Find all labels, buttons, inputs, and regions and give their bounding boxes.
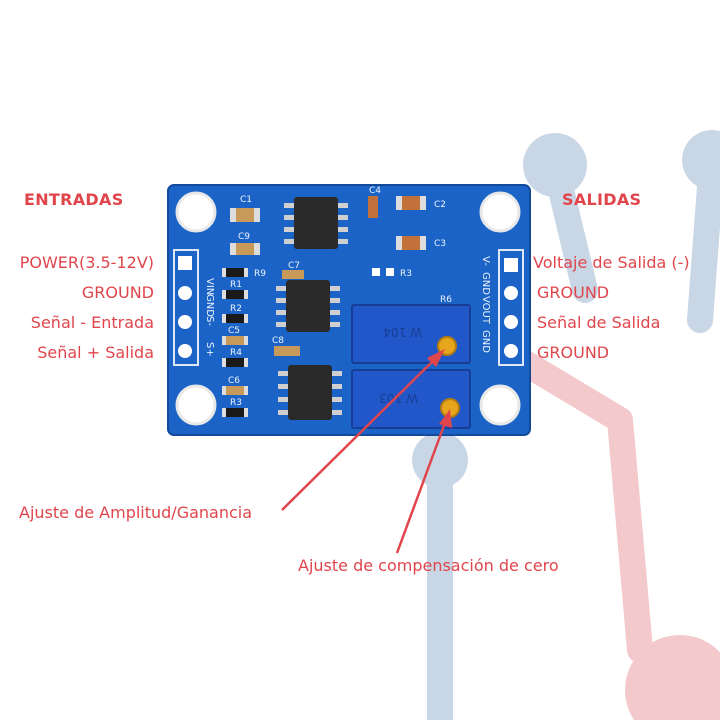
left-pin-label: VIN (204, 278, 215, 295)
output-label-ground: GROUND (537, 283, 610, 302)
ic-chip (276, 280, 340, 332)
left-pin-label: S- (204, 316, 215, 326)
component-label: C9 (238, 232, 250, 242)
component-label: C4 (369, 186, 381, 196)
component-label: R3 (400, 269, 412, 279)
arrow-icon (281, 349, 445, 511)
gain-potentiometer[interactable]: W 104 (351, 304, 471, 364)
mounting-hole (175, 384, 217, 426)
component-label: C2 (434, 200, 446, 210)
component-label: C1 (240, 195, 252, 205)
zero-potentiometer[interactable]: W 103 (351, 369, 471, 429)
inputs-header: ENTRADAS (24, 190, 124, 209)
zero-adjust-label: Ajuste de compensación de cero (298, 556, 559, 575)
ic-chip (284, 197, 348, 249)
left-pin-label: S+ (204, 342, 215, 357)
gain-adjust-label: Ajuste de Amplitud/Ganancia (19, 503, 253, 522)
component-label: R4 (230, 348, 242, 358)
left-pin-label: GND (204, 294, 215, 317)
component-label: C6 (228, 376, 240, 386)
input-label-power: POWER(3.5-12V) (19, 253, 154, 272)
outputs-header: SALIDAS (562, 190, 642, 209)
smd-components (222, 196, 426, 417)
component-label: R9 (254, 269, 266, 279)
component-label: R2 (230, 304, 242, 314)
component-label: C5 (228, 326, 240, 336)
input-label-ground: GROUND (81, 283, 154, 302)
right-pin-label: V- (480, 256, 491, 266)
component-label: C3 (434, 239, 446, 249)
output-label-ground-2: GROUND (537, 343, 610, 362)
ic-chip (278, 365, 342, 420)
mounting-hole (175, 191, 217, 233)
pcb-board: VIN GND S- S+ V- GND VOUT GND (167, 184, 531, 436)
component-label: R3 (230, 398, 242, 408)
right-pin-label: GND (480, 330, 491, 353)
pot-code: W 103 (379, 391, 418, 405)
output-label-negative-voltage: Voltaje de Salida (-) (533, 253, 690, 272)
mounting-hole (479, 191, 521, 233)
component-label: R6 (440, 295, 452, 305)
component-label: C7 (288, 261, 300, 271)
component-label: C8 (272, 336, 284, 346)
pot-code: W 104 (383, 325, 422, 339)
mounting-hole (479, 384, 521, 426)
output-label-signal: Señal de Salida (537, 313, 661, 332)
input-label-signal-plus: Señal + Salida (37, 343, 154, 362)
input-label-signal-minus: Señal - Entrada (30, 313, 154, 332)
right-pin-label: VOUT (480, 296, 491, 325)
right-pin-label: GND (480, 272, 491, 295)
component-label: R1 (230, 280, 242, 290)
arrow-icon (395, 409, 452, 554)
